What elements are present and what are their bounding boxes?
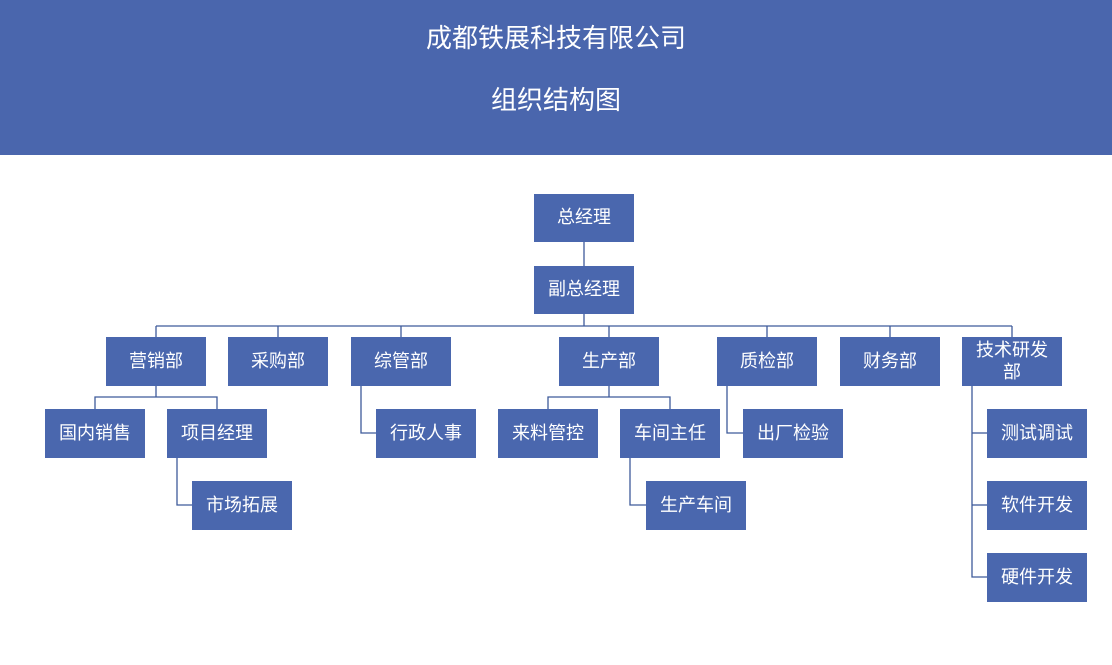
node-outgoing-inspection: 出厂检验 (743, 409, 843, 458)
node-workshop-director: 车间主任 (620, 409, 720, 458)
node-purchasing-dept: 采购部 (228, 337, 328, 386)
title-banner: 成都铁展科技有限公司 组织结构图 (0, 0, 1112, 155)
chart-title: 组织结构图 (490, 86, 621, 116)
node-finance-dept: 财务部 (840, 337, 940, 386)
node-testing: 测试调试 (987, 409, 1087, 458)
node-admin-dept: 综管部 (351, 337, 451, 386)
node-marketing-dept: 营销部 (106, 337, 206, 386)
node-quality-dept: 质检部 (717, 337, 817, 386)
node-production-workshop: 生产车间 (646, 481, 746, 530)
node-domestic-sales: 国内销售 (45, 409, 145, 458)
node-production-dept: 生产部 (559, 337, 659, 386)
node-hr-admin: 行政人事 (376, 409, 476, 458)
node-market-expansion: 市场拓展 (192, 481, 292, 530)
node-project-manager: 项目经理 (167, 409, 267, 458)
node-deputy-general-manager: 副总经理 (534, 266, 634, 314)
node-hardware-dev: 硬件开发 (987, 553, 1087, 602)
node-software-dev: 软件开发 (987, 481, 1087, 530)
node-rnd-dept: 技术研发部 (962, 337, 1062, 386)
node-material-control: 来料管控 (498, 409, 598, 458)
company-name: 成都铁展科技有限公司 (425, 24, 686, 54)
node-general-manager: 总经理 (534, 194, 634, 242)
